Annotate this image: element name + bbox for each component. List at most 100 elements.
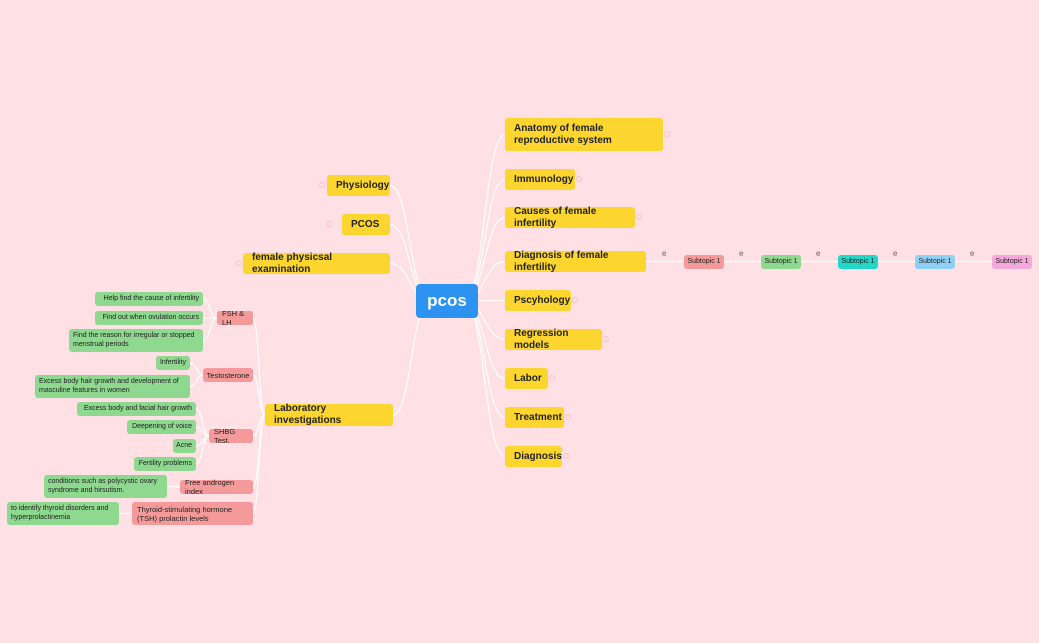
topic-label: Pscyhology (514, 294, 571, 306)
subtopic-label: Subtopic 1 (918, 257, 952, 265)
subtopic-1-green[interactable]: Subtopic 1 (761, 255, 801, 269)
expand-handle-icon[interactable] (664, 131, 670, 137)
detail-leaf[interactable]: Excess body hair growth and development … (35, 375, 190, 398)
topic-laboratory-investigations[interactable]: Laboratory investigations (265, 403, 393, 426)
connection-line (202, 298, 218, 319)
topic-physical-examination[interactable]: female physicsal examination (243, 251, 390, 275)
detail-label: Excess body and facial hair growth (83, 404, 192, 412)
connection-line (392, 300, 431, 416)
subtopic-1-teal[interactable]: Subtopic 1 (838, 255, 878, 269)
expand-handle-icon[interactable] (636, 214, 642, 220)
detail-label: Find the reason for irregular or stopped… (73, 332, 195, 348)
subtopic-label: Subtopic 1 (687, 257, 721, 265)
topic-label: Causes of female infertility (514, 205, 597, 229)
chain-connector: e (816, 249, 821, 258)
expand-handle-icon[interactable] (565, 414, 571, 420)
connection-line (252, 374, 266, 416)
root-topic-label: pcos (427, 290, 467, 310)
topic-physiology[interactable]: Physiology (327, 175, 390, 196)
chain-connector: e (970, 249, 975, 258)
detail-leaf[interactable]: Acne (173, 439, 196, 453)
chain-connector: e (662, 249, 667, 258)
lab-test-free-androgen[interactable]: Free androgen index (180, 478, 253, 496)
detail-label: Fertility problems (138, 459, 192, 467)
subtopic-label: Subtopic 1 (841, 257, 875, 265)
topic-diagnosis[interactable]: Diagnosis (505, 446, 562, 467)
connection-line (463, 300, 506, 419)
topic-anatomy[interactable]: Anatomy of female reproductive system (505, 118, 663, 151)
subtopic-1-red[interactable]: Subtopic 1 (684, 255, 724, 269)
lab-test-fsh-lh[interactable]: FSH & LH (217, 309, 253, 327)
topic-causes-infertility[interactable]: Causes of female infertility (505, 205, 635, 229)
subtopic-1-blue[interactable]: Subtopic 1 (915, 255, 955, 269)
lab-test-shbg[interactable]: SHBG Test. (209, 427, 253, 445)
topic-label: Regression models (514, 327, 569, 351)
topic-pcos[interactable]: PCOS (342, 214, 390, 235)
topic-regression-models[interactable]: Regression models (505, 327, 602, 351)
detail-label: Acne (176, 441, 192, 449)
topic-label: Diagnosis of female infertility (514, 249, 609, 273)
detail-label: Help find the cause of infertility (103, 294, 199, 302)
detail-leaf[interactable]: conditions such as polycystic ovary synd… (44, 475, 167, 498)
connection-line (463, 178, 506, 302)
detail-leaf[interactable]: Help find the cause of infertility (95, 292, 203, 306)
lab-test-label: Thyroid-stimulating hormone (TSH) prolac… (137, 504, 233, 523)
subtopic-label: Subtopic 1 (764, 257, 798, 265)
detail-label: Infertility (159, 358, 186, 366)
topic-immunology[interactable]: Immunology (505, 169, 575, 190)
topic-label: Diagnosis (514, 450, 562, 462)
expand-handle-icon[interactable] (572, 297, 578, 303)
lab-test-tsh-prolactin[interactable]: Thyroid-stimulating hormone (TSH) prolac… (132, 502, 253, 525)
detail-leaf[interactable]: Find out when ovulation occurs (95, 311, 203, 325)
expand-handle-icon[interactable] (319, 182, 325, 188)
connection-line (252, 317, 266, 416)
lab-test-label: FSH & LH (222, 309, 245, 327)
detail-leaf[interactable]: Infertility (156, 356, 190, 370)
detail-label: Find out when ovulation occurs (102, 313, 200, 321)
detail-leaf[interactable]: Fertility problems (134, 457, 196, 471)
detail-leaf[interactable]: Find the reason for irregular or stopped… (69, 329, 203, 352)
lab-test-label: Free androgen index (185, 478, 235, 496)
connection-line (189, 362, 204, 376)
detail-leaf[interactable]: Excess body and facial hair growth (77, 402, 196, 416)
root-topic[interactable]: pcos (416, 284, 478, 318)
connection-line (166, 485, 181, 488)
detail-label: Deepening of voice (132, 422, 192, 430)
connection-line (189, 374, 204, 388)
topic-psychology[interactable]: Pscyhology (505, 290, 571, 311)
topic-label: Immunology (514, 173, 574, 185)
expand-handle-icon[interactable] (236, 260, 242, 266)
expand-handle-icon[interactable] (563, 453, 569, 459)
lab-test-label: Testosterone (206, 370, 250, 380)
expand-handle-icon[interactable] (576, 176, 582, 182)
topic-label: Labor (514, 372, 542, 384)
subtopic-label: Subtopic 1 (995, 257, 1029, 265)
detail-leaf[interactable]: Deepening of voice (127, 420, 196, 434)
topic-diagnosis-infertility[interactable]: Diagnosis of female infertility (505, 249, 646, 273)
subtopic-1-pink[interactable]: Subtopic 1 (992, 255, 1032, 269)
detail-label: to identify thyroid disorders and hyperp… (11, 505, 109, 521)
detail-label: conditions such as polycystic ovary synd… (48, 478, 157, 494)
lab-test-testosterone[interactable]: Testosterone (203, 368, 253, 382)
expand-handle-icon[interactable] (603, 336, 609, 342)
connection-line (195, 435, 210, 465)
topic-labor[interactable]: Labor (505, 368, 548, 389)
expand-handle-icon[interactable] (326, 221, 332, 227)
topic-label: Treatment (514, 411, 562, 423)
topic-label: PCOS (351, 218, 380, 230)
topic-label: Laboratory investigations (274, 403, 342, 426)
expand-handle-icon[interactable] (549, 375, 555, 381)
connection-line (463, 133, 506, 302)
topic-label: female physicsal examination (252, 251, 333, 275)
connection-line (463, 300, 506, 458)
detail-leaf[interactable]: to identify thyroid disorders and hyperp… (7, 502, 119, 525)
lab-test-label: SHBG Test. (214, 427, 236, 445)
topic-label: Anatomy of female reproductive system (514, 122, 612, 146)
detail-label: Excess body hair growth and development … (39, 378, 179, 394)
chain-connector: e (893, 249, 898, 258)
connection-line (252, 414, 266, 515)
connection-line (202, 317, 218, 342)
topic-treatment[interactable]: Treatment (505, 407, 564, 428)
topic-label: Physiology (336, 179, 390, 191)
